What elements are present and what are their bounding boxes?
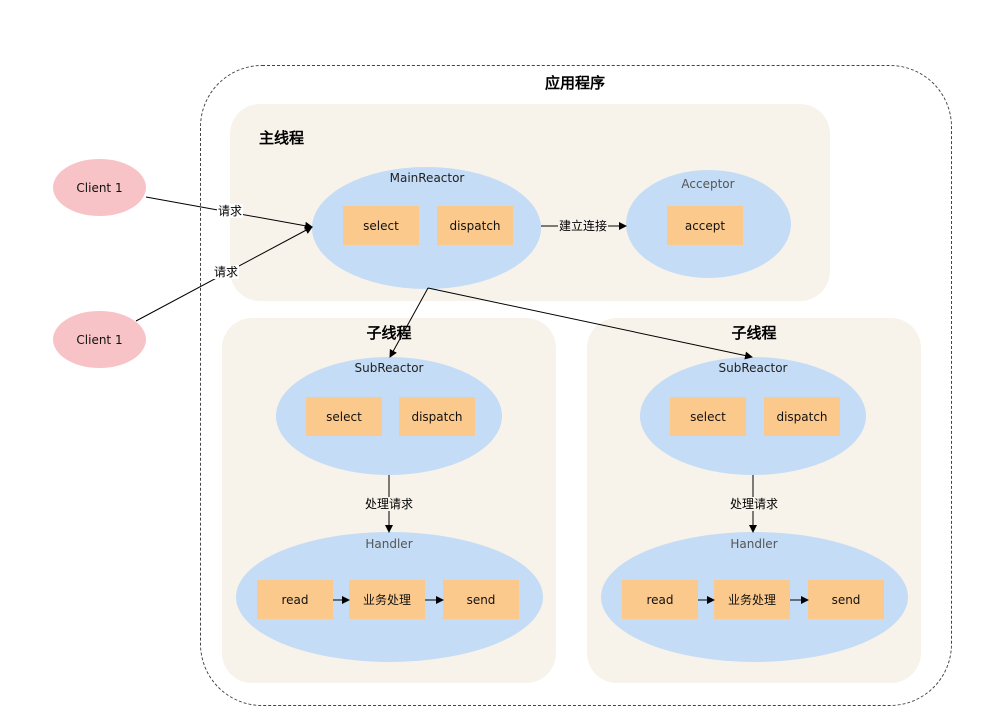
main-thread-title: 主线程 — [259, 129, 305, 147]
client-node-1: Client 1 — [53, 159, 146, 216]
acceptor-accept-box: accept — [667, 206, 743, 245]
establish-connection-label: 建立连接 — [558, 219, 609, 233]
sub-reactor-select-box-1: select — [306, 397, 382, 436]
main-reactor-dispatch-box: dispatch — [437, 206, 513, 245]
handler-business-box-2: 业务处理 — [714, 580, 790, 619]
request-label-2: 请求 — [213, 265, 240, 279]
sub-reactor-select-box-2: select — [670, 397, 746, 436]
application-frame — [200, 65, 952, 706]
sub-thread-title-2: 子线程 — [731, 324, 777, 342]
client-node-2: Client 1 — [53, 311, 146, 368]
handler-send-box-2: send — [808, 580, 884, 619]
process-request-label-2: 处理请求 — [729, 497, 780, 511]
sub-thread-title-1: 子线程 — [366, 324, 412, 342]
handler-send-box-1: send — [443, 580, 519, 619]
handler-label-1: Handler — [365, 537, 413, 551]
request-label-1: 请求 — [217, 204, 244, 218]
acceptor-label: Acceptor — [681, 177, 735, 191]
handler-business-box-1: 业务处理 — [349, 580, 425, 619]
process-request-label-1: 处理请求 — [364, 497, 415, 511]
application-title: 应用程序 — [544, 74, 605, 92]
sub-reactor-dispatch-box-1: dispatch — [399, 397, 475, 436]
handler-read-box-2: read — [622, 580, 698, 619]
sub-reactor-dispatch-box-2: dispatch — [764, 397, 840, 436]
handler-read-box-1: read — [257, 580, 333, 619]
handler-label-2: Handler — [730, 537, 778, 551]
sub-reactor-label-1: SubReactor — [354, 361, 424, 375]
sub-reactor-label-2: SubReactor — [718, 361, 788, 375]
main-reactor-label: MainReactor — [389, 171, 465, 185]
main-reactor-select-box: select — [343, 206, 419, 245]
